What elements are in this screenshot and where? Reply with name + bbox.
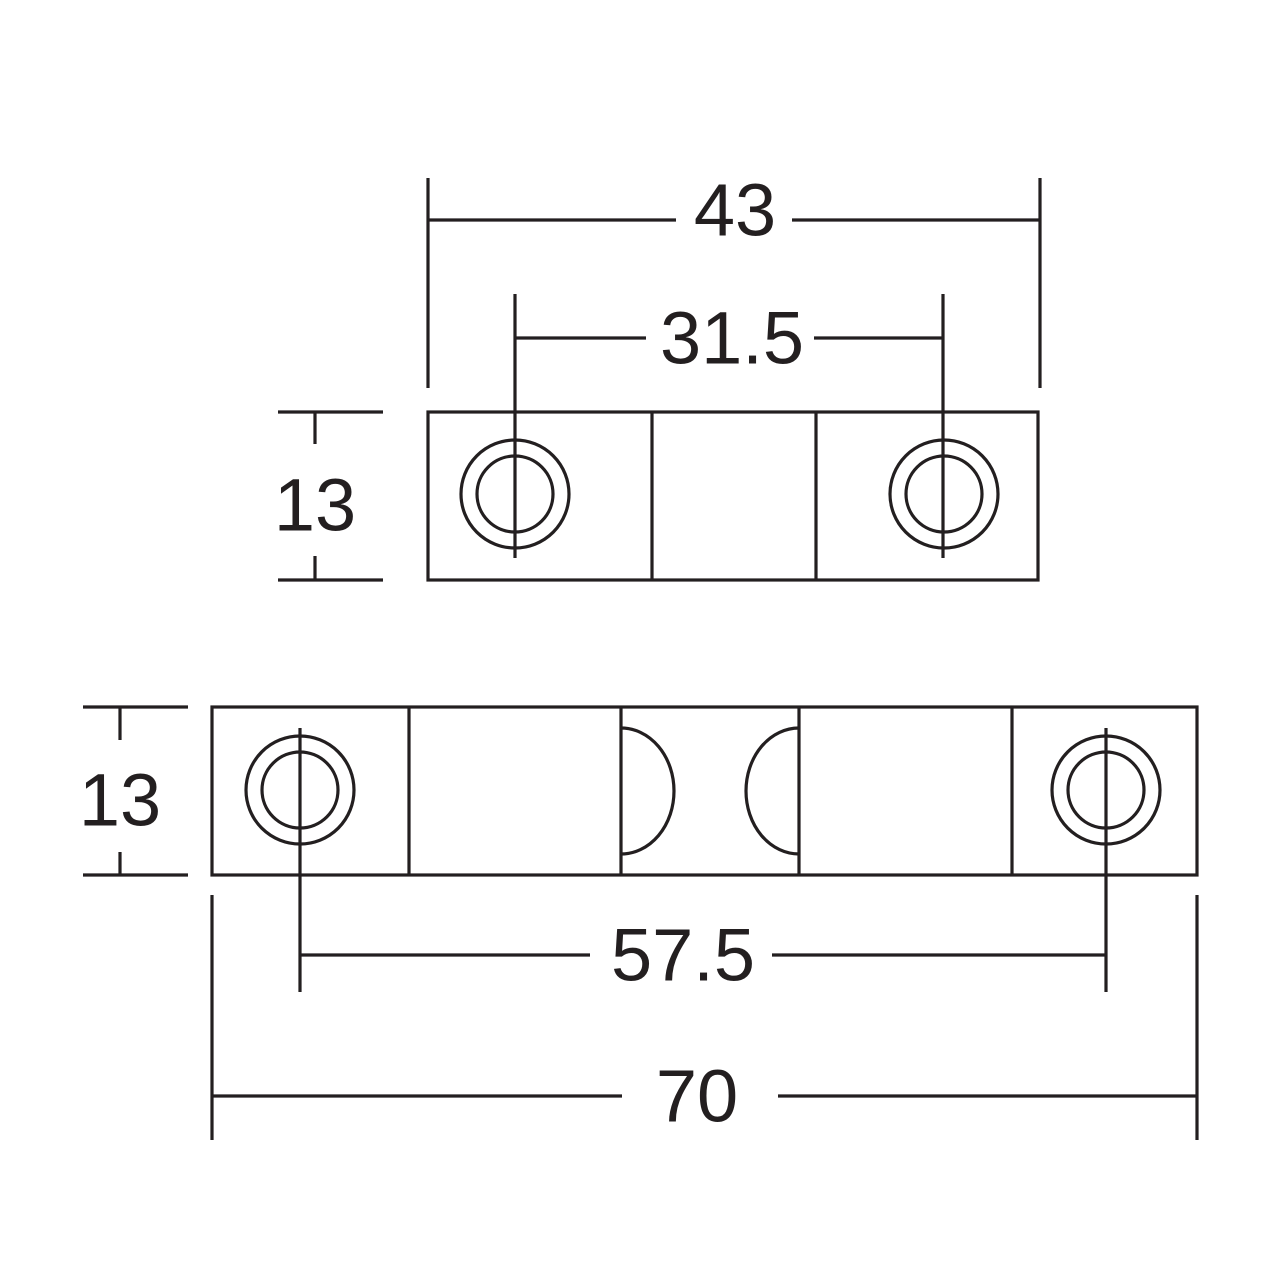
bottom-part-outline bbox=[210, 705, 1199, 877]
dimension-height-bottom: 13 bbox=[79, 705, 188, 877]
top-part-body bbox=[426, 410, 1040, 582]
dimension-label-13-bottom: 13 bbox=[79, 759, 161, 842]
dimension-label-31-5: 31.5 bbox=[660, 297, 804, 380]
dimension-overall-length-top: 43 bbox=[426, 169, 1042, 388]
dimension-label-57-5: 57.5 bbox=[611, 914, 755, 997]
roller-right bbox=[744, 726, 800, 856]
top-view: 43 31.5 13 bbox=[274, 169, 1042, 582]
dimension-label-13-top: 13 bbox=[274, 464, 356, 547]
bottom-part-body bbox=[210, 705, 1199, 877]
dimension-overall-length-bottom: 70 bbox=[210, 895, 1199, 1140]
bottom-view: 13 57.5 bbox=[79, 705, 1199, 1140]
dimension-label-70: 70 bbox=[656, 1055, 738, 1138]
dimension-label-43: 43 bbox=[694, 169, 776, 252]
top-part-outline bbox=[426, 410, 1040, 582]
dimension-height-top: 13 bbox=[274, 410, 383, 582]
dimension-hole-spacing-top: 31.5 bbox=[515, 297, 943, 380]
dimension-hole-spacing-bottom: 57.5 bbox=[300, 914, 1106, 997]
roller-left bbox=[620, 726, 676, 856]
